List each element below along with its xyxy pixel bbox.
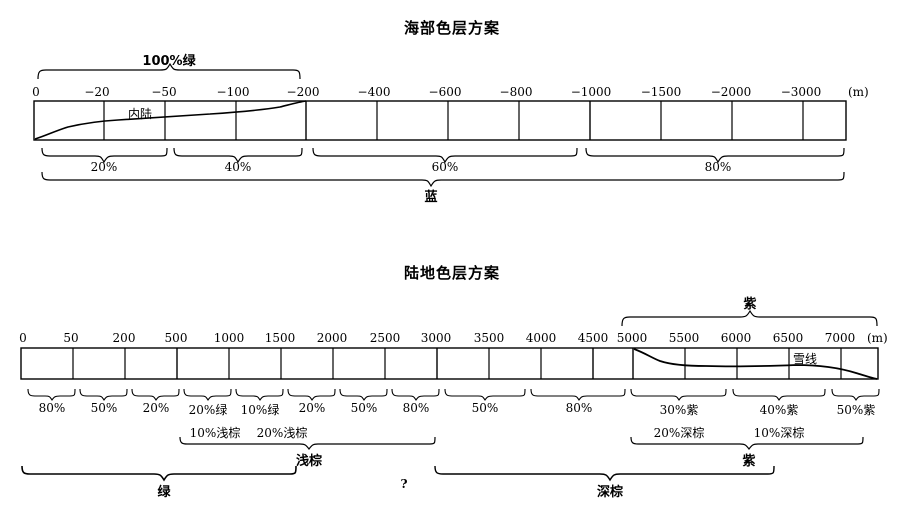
land-percent-brace-11 — [732, 388, 826, 401]
sea-section-title: 海部色层方案 — [403, 19, 500, 37]
sea-overall-brace — [41, 171, 845, 188]
sea-tick-label-6: −600 — [428, 85, 462, 99]
land-tick-label-10: 4000 — [525, 331, 557, 345]
land-percent-brace-5 — [287, 388, 336, 401]
land-tick-label-14: 6000 — [720, 331, 752, 345]
land-darkbrown-brace — [434, 465, 775, 482]
land-group-label-lightbrown: 浅棕 — [295, 454, 323, 469]
land-percent-label-8: 50% — [471, 401, 499, 415]
land-lightbrown-brace — [179, 436, 436, 450]
land-tick-label-9: 3500 — [473, 331, 505, 345]
land-percent-label-6: 50% — [350, 401, 378, 415]
land-percent-label-5: 20% — [298, 401, 326, 415]
land-percent-label-11: 40%紫 — [759, 403, 799, 417]
sea-tick-label-3: −100 — [216, 85, 250, 99]
land-snowline-label: 雪线 — [793, 352, 818, 366]
land-percent-brace-1 — [79, 388, 128, 401]
land-percent-sublabel-10: 20%深棕 — [653, 426, 705, 440]
land-percent-brace-12 — [831, 388, 880, 401]
land-bar-outline — [20, 347, 879, 380]
land-percent-brace-2 — [131, 388, 180, 401]
land-section-title: 陆地色层方案 — [403, 264, 500, 282]
sea-tick-label-4: −200 — [286, 85, 320, 99]
sea-tick-label-1: −20 — [84, 85, 110, 99]
sea-tick-label-8: −1000 — [570, 85, 612, 99]
land-percent-label-2: 20% — [142, 401, 170, 415]
sea-percent-brace-2 — [312, 147, 578, 164]
land-percent-brace-7 — [391, 388, 440, 401]
sea-unit-label: (m) — [848, 85, 869, 99]
sea-overall-label: 蓝 — [424, 190, 438, 205]
land-top-brace — [621, 309, 878, 327]
land-percent-brace-3 — [183, 388, 232, 401]
sea-percent-label-2: 60% — [431, 160, 459, 174]
land-group-label-purple: 紫 — [742, 454, 756, 469]
sea-tick-label-10: −2000 — [710, 85, 752, 99]
sea-percent-label-1: 40% — [224, 160, 252, 174]
land-tick-label-12: 5000 — [616, 331, 648, 345]
sea-tick-label-7: −800 — [499, 85, 533, 99]
land-tick-label-8: 3000 — [420, 331, 452, 345]
land-percent-sublabel-4: 20%浅棕 — [256, 426, 308, 440]
land-tick-label-15: 6500 — [772, 331, 804, 345]
sea-inland-label: 内陆 — [128, 107, 153, 121]
land-percent-label-3: 20%绿 — [188, 403, 228, 417]
stray-mark: ? — [400, 477, 408, 491]
land-percent-label-4: 10%绿 — [240, 403, 280, 417]
land-tick-label-0: 0 — [19, 331, 27, 345]
land-unit-label: (m) — [867, 331, 888, 345]
land-percent-sublabel-11: 10%深棕 — [753, 426, 805, 440]
land-top-brace-label: 紫 — [743, 297, 757, 312]
sea-top-brace — [37, 62, 301, 80]
sea-tick-label-5: −400 — [357, 85, 391, 99]
sea-percent-brace-0 — [41, 147, 168, 164]
sea-tick-label-2: −50 — [151, 85, 177, 99]
land-tick-label-2: 200 — [112, 331, 136, 345]
land-tick-label-11: 4500 — [577, 331, 609, 345]
land-group-label-darkbrown: 深棕 — [596, 485, 624, 500]
land-percent-brace-6 — [339, 388, 388, 401]
land-tick-label-5: 1500 — [264, 331, 296, 345]
land-percent-label-9: 80% — [565, 401, 593, 415]
land-percent-label-0: 80% — [38, 401, 66, 415]
land-tick-label-16: 7000 — [824, 331, 856, 345]
land-tick-label-1: 50 — [63, 331, 79, 345]
land-tick-label-6: 2000 — [316, 331, 348, 345]
land-tick-label-7: 2500 — [369, 331, 401, 345]
sea-tick-label-9: −1500 — [640, 85, 682, 99]
sea-depth-curve — [34, 100, 307, 140]
land-group-label-green: 绿 — [157, 485, 171, 500]
sea-percent-label-0: 20% — [90, 160, 118, 174]
sea-percent-brace-1 — [173, 147, 303, 164]
land-green-brace — [21, 465, 297, 482]
land-percent-label-10: 30%紫 — [659, 403, 699, 417]
land-percent-brace-8 — [444, 388, 526, 401]
land-percent-brace-4 — [235, 388, 284, 401]
sea-percent-label-3: 80% — [704, 160, 732, 174]
sea-top-brace-label: 100%绿 — [142, 54, 196, 69]
land-percent-brace-0 — [27, 388, 76, 401]
land-tick-label-13: 5500 — [668, 331, 700, 345]
sea-tick-label-11: −3000 — [780, 85, 822, 99]
land-percent-brace-9 — [530, 388, 626, 401]
land-percent-label-7: 80% — [402, 401, 430, 415]
land-tick-label-4: 1000 — [213, 331, 245, 345]
land-percent-label-12: 50%紫 — [836, 403, 876, 417]
land-tick-label-3: 500 — [164, 331, 188, 345]
land-snowline-curve — [633, 348, 878, 380]
land-percent-label-1: 50% — [90, 401, 118, 415]
sea-percent-brace-3 — [585, 147, 845, 164]
land-percent-brace-10 — [630, 388, 727, 401]
land-percent-sublabel-3: 10%浅棕 — [189, 426, 241, 440]
sea-tick-label-0: 0 — [32, 85, 40, 99]
land-purple-sub-brace — [630, 436, 864, 450]
sea-bar-outline — [33, 100, 847, 141]
